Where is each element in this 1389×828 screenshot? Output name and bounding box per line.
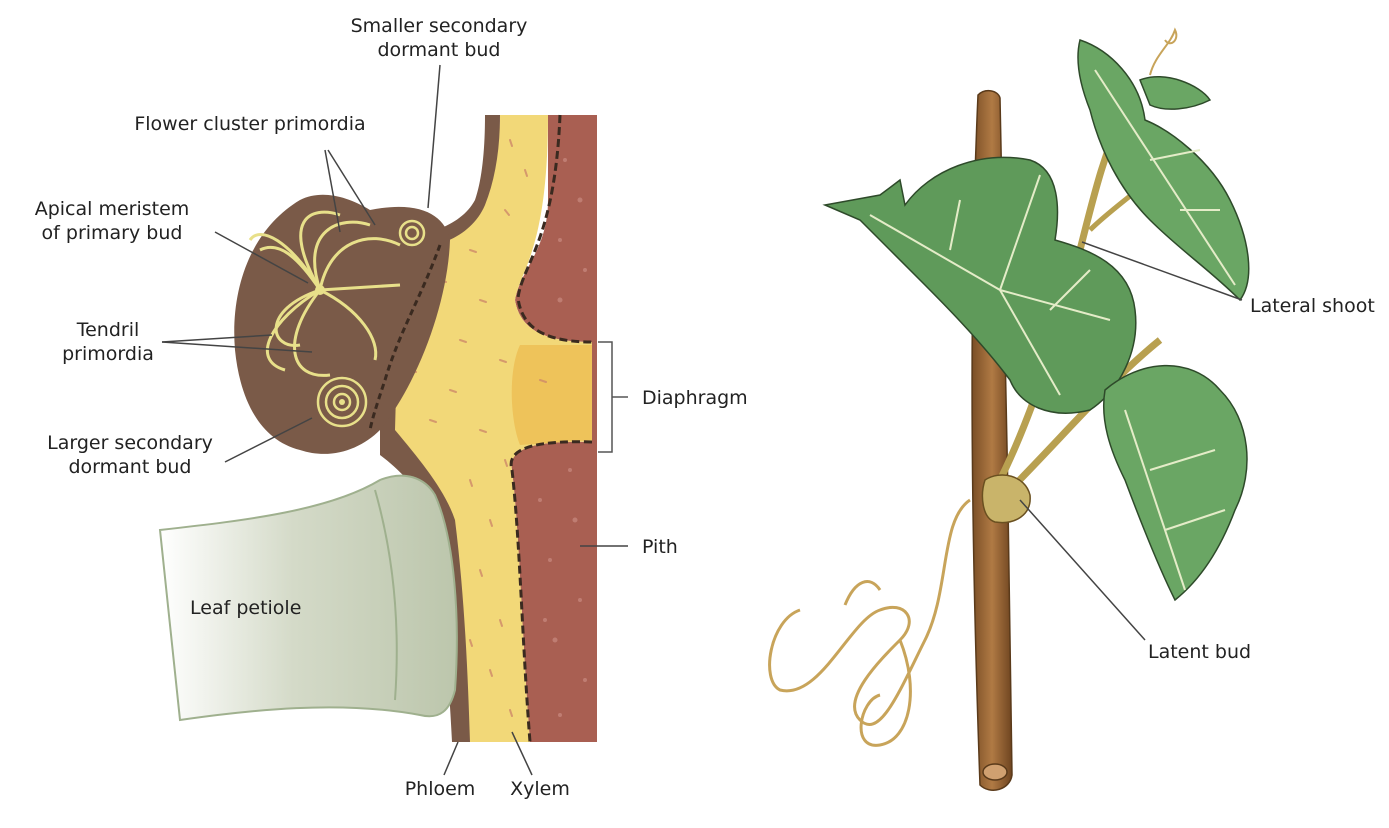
pith-tissue	[511, 115, 597, 742]
petiole-joint-line	[374, 489, 398, 701]
label-latent-bud: Latent bud	[1148, 641, 1252, 663]
label-apical-meristem: Apical meristem of primary bud	[34, 198, 190, 244]
apical-meristem-dot	[315, 285, 325, 295]
cambium-line	[516, 114, 593, 344]
smaller-secondary-bud-shape	[398, 219, 426, 247]
tendril-shape	[768, 498, 971, 747]
label-diaphragm: Diaphragm	[642, 387, 748, 409]
leaf-large	[822, 156, 1137, 414]
cambium-line-lower	[509, 440, 593, 743]
bud-junction-line	[368, 244, 442, 431]
diaphragm-bracket	[598, 341, 613, 453]
label-phloem: Phloem	[404, 778, 476, 800]
leaf-petiole-shape	[158, 474, 458, 722]
pith-texture	[538, 158, 587, 717]
larger-secondary-bud-shape	[316, 376, 368, 428]
diaphragm-tissue	[511, 345, 592, 445]
leader-lines-left	[161, 64, 628, 776]
label-lateral-shoot: Lateral shoot	[1250, 295, 1375, 317]
petiole-stem	[997, 337, 1163, 503]
label-flower-cluster-primordia: Flower cluster primordia	[134, 113, 366, 135]
label-pith: Pith	[642, 536, 678, 558]
label-smaller-secondary-bud: Smaller secondary dormant bud	[350, 15, 528, 61]
label-larger-secondary-bud: Larger secondary dormant bud	[47, 432, 213, 478]
tendril-tip	[843, 580, 882, 606]
cane-cut-end	[982, 763, 1008, 781]
latent-bud-shape	[981, 474, 1031, 524]
leaf-veins	[869, 69, 1236, 591]
label-tendril-primordia: Tendril primordia	[62, 319, 154, 365]
bud-body	[234, 194, 450, 454]
leaf-right	[1102, 364, 1248, 602]
primary-bud-arcs	[248, 210, 401, 377]
label-xylem: Xylem	[510, 778, 570, 800]
leader-lines-right	[1019, 241, 1243, 641]
label-leaf-petiole: Leaf petiole	[190, 597, 302, 619]
leaf-small	[1139, 76, 1212, 110]
